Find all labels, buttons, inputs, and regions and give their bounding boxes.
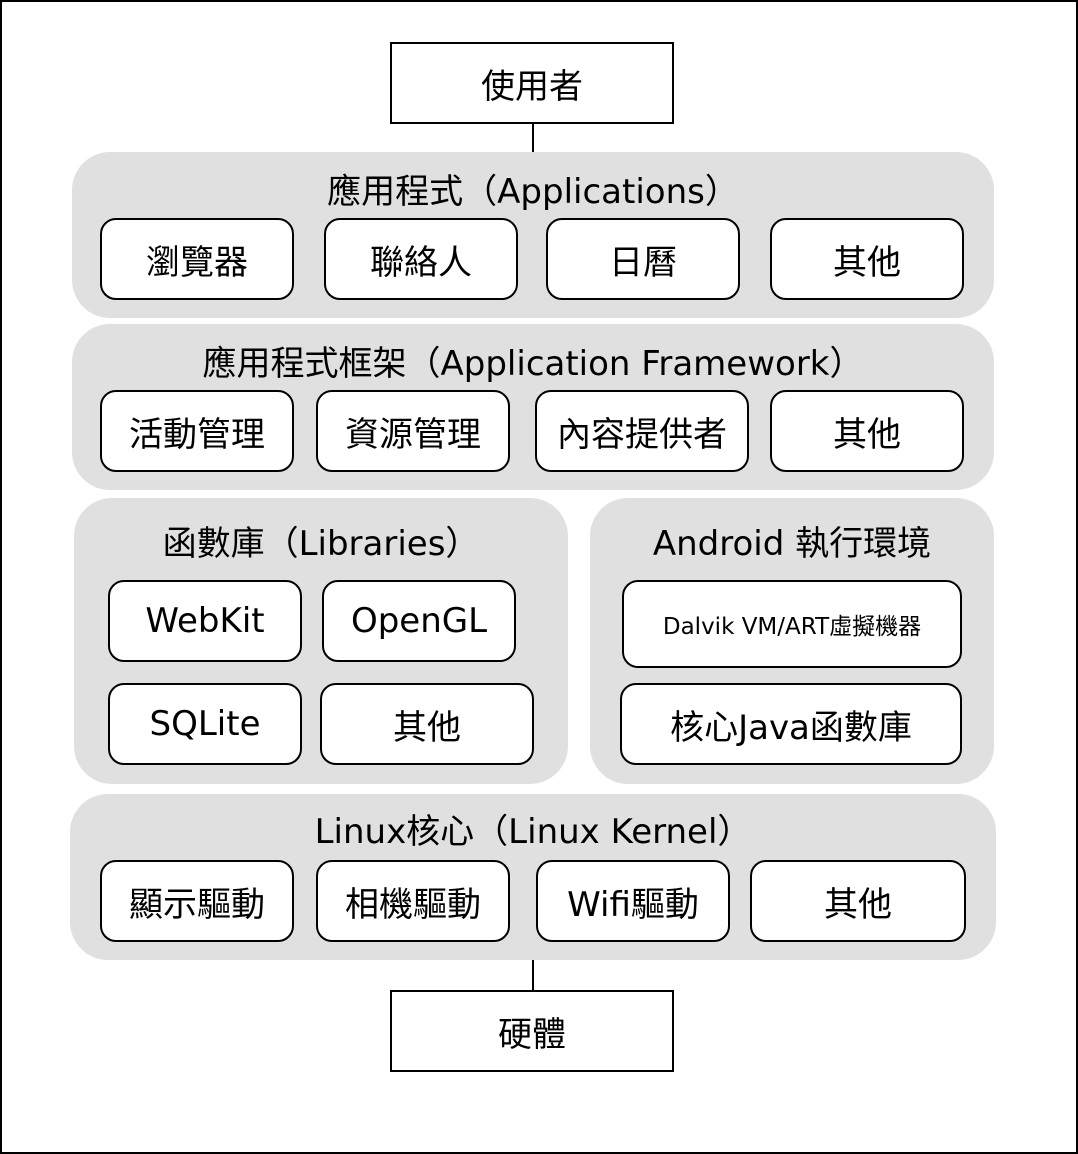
framework-title: 應用程式框架（Application Framework） — [202, 344, 864, 384]
kernel-display-driver: 顯示驅動 — [100, 860, 294, 942]
runtime-dalvik-art-vm: Dalvik VM/ART虛擬機器 — [622, 580, 962, 668]
framework-activity-manager: 活動管理 — [100, 390, 294, 472]
kernel-other: 其他 — [750, 860, 966, 942]
framework-other: 其他 — [770, 390, 964, 472]
library-other: 其他 — [320, 683, 534, 765]
user-box: 使用者 — [390, 42, 674, 124]
kernel-title: Linux核心（Linux Kernel） — [314, 812, 752, 852]
library-opengl: OpenGL — [322, 580, 516, 662]
framework-content-provider: 內容提供者 — [535, 390, 749, 472]
app-browser: 瀏覽器 — [100, 218, 294, 300]
app-calendar: 日曆 — [546, 218, 740, 300]
app-contacts: 聯絡人 — [324, 218, 518, 300]
user-connector — [532, 124, 534, 154]
library-sqlite: SQLite — [108, 683, 302, 765]
runtime-title: Android 執行環境 — [652, 524, 932, 564]
hardware-box: 硬體 — [390, 990, 674, 1072]
library-webkit: WebKit — [108, 580, 302, 662]
kernel-wifi-driver: Wifi驅動 — [536, 860, 730, 942]
libraries-title: 函數庫（Libraries） — [162, 524, 480, 564]
hardware-connector — [532, 960, 534, 990]
runtime-core-java-libraries: 核心Java函數庫 — [620, 683, 962, 765]
applications-title: 應用程式（Applications） — [327, 172, 739, 212]
framework-resource-manager: 資源管理 — [316, 390, 510, 472]
app-other: 其他 — [770, 218, 964, 300]
kernel-camera-driver: 相機驅動 — [316, 860, 510, 942]
